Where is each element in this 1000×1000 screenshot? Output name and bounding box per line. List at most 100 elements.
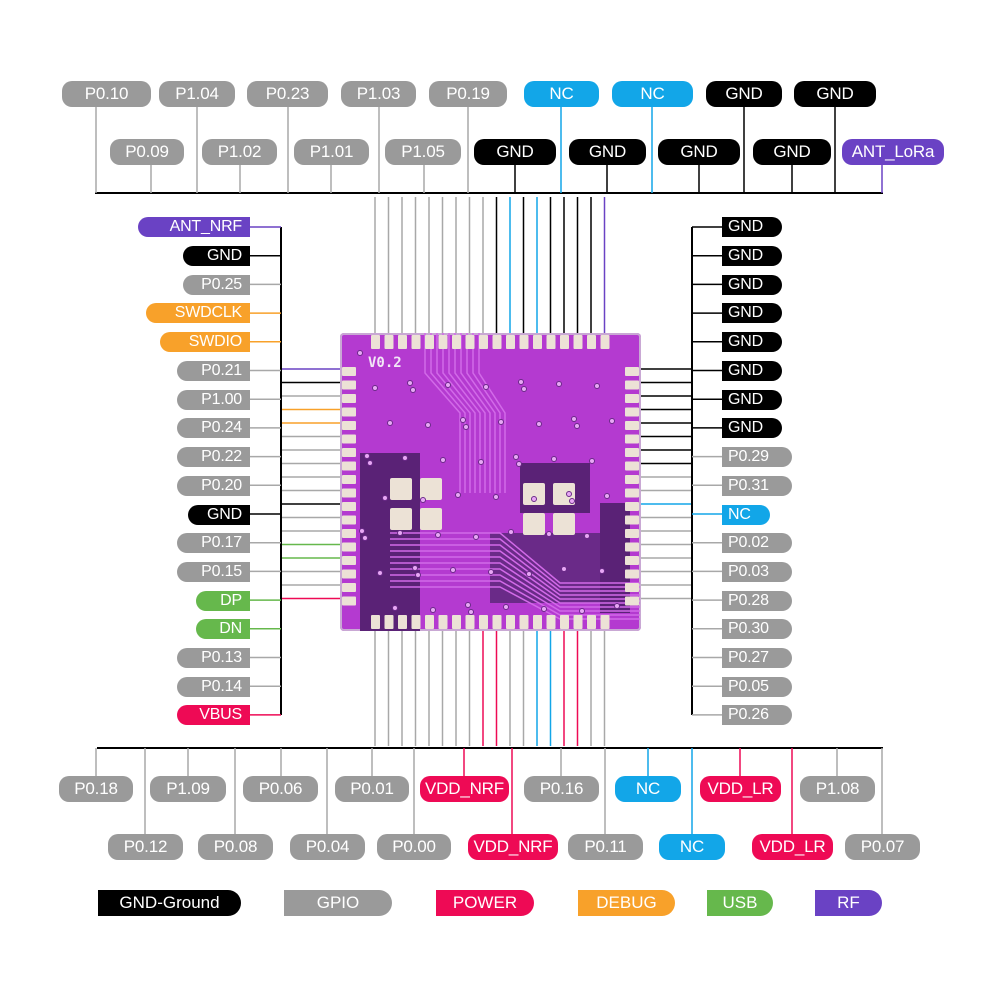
pcb-trace <box>390 586 640 620</box>
chip-pad-left <box>342 394 356 403</box>
chip-pad-left <box>342 515 356 525</box>
pcb-via <box>392 605 398 611</box>
pcb-via <box>367 460 373 466</box>
top-label: P1.04 <box>159 81 235 107</box>
left-label: P0.13 <box>177 648 250 668</box>
chip-pad-right <box>625 488 639 498</box>
pcb-via <box>483 384 489 390</box>
chip-pad-left <box>342 421 356 430</box>
pcb-via <box>571 416 577 422</box>
chip-pad-top <box>492 335 502 349</box>
chip-pad-right <box>625 407 639 417</box>
legend-power: POWER <box>436 890 534 916</box>
pcb-trace <box>390 556 640 600</box>
top-label: GND <box>753 139 831 165</box>
right-label: P0.03 <box>722 562 792 582</box>
legend-usb: USB <box>707 890 773 916</box>
pcb-via <box>493 494 499 500</box>
pcb-via <box>478 459 484 465</box>
top-label: NC <box>612 81 693 107</box>
pcb-trace <box>390 574 640 612</box>
pcb-via <box>387 420 393 426</box>
left-label: SWDCLK <box>146 303 250 323</box>
left-label: DN <box>196 619 250 639</box>
thermal-pad <box>553 513 575 535</box>
left-label: SWDIO <box>160 332 250 352</box>
bottom-label: P0.08 <box>198 834 273 860</box>
pcb-via <box>445 382 451 388</box>
left-label: P0.14 <box>177 677 250 697</box>
bottom-label: P0.06 <box>243 776 318 802</box>
chip-pad-bottom <box>371 615 380 629</box>
pcb-via <box>397 530 403 536</box>
chip-pad-right <box>625 556 639 565</box>
left-label: P0.17 <box>177 533 250 553</box>
pcb-trace <box>436 333 471 493</box>
pcb-via <box>420 497 426 503</box>
chip-pad-bottom <box>573 615 583 629</box>
chip-pad-bottom <box>492 615 502 629</box>
chip-pad-left <box>342 367 356 376</box>
right-label: P0.31 <box>722 476 792 496</box>
pcb-via <box>488 569 494 575</box>
pcb-via <box>425 422 431 428</box>
pcb-via <box>516 461 522 467</box>
chip-pad-top <box>506 335 515 349</box>
chip-pad-bottom <box>438 615 448 629</box>
thermal-pad <box>390 508 412 530</box>
top-label: NC <box>524 81 599 107</box>
chip-pad-right <box>625 421 639 430</box>
pcb-via <box>430 607 436 613</box>
chip-pad-left <box>342 542 356 552</box>
chip-pad-left <box>342 488 356 498</box>
pcb-trace <box>478 333 506 493</box>
pcb-via <box>498 419 504 425</box>
chip-pad-bottom <box>465 615 475 629</box>
pcb-via <box>579 608 585 614</box>
pcb-via <box>546 531 552 537</box>
top-label: GND <box>794 81 876 107</box>
bottom-label: P1.08 <box>800 776 875 802</box>
chip-pad-top <box>398 335 407 349</box>
right-label: GND <box>722 246 782 266</box>
left-label: P0.21 <box>177 361 250 381</box>
legend-rf: RF <box>815 890 882 916</box>
right-label: P0.05 <box>722 677 792 697</box>
chip-pad-bottom <box>546 615 556 629</box>
chip-pad-bottom <box>398 615 407 629</box>
pcb-trace <box>466 333 496 493</box>
bottom-label: P1.09 <box>150 776 226 802</box>
chip-pad-left <box>342 569 356 579</box>
pcb-trace <box>390 580 640 616</box>
pcb-trace <box>390 544 640 592</box>
top-label: P1.02 <box>202 139 277 165</box>
pcb-via <box>473 534 479 540</box>
chip-pad-bottom <box>587 615 596 629</box>
bottom-label: P0.04 <box>290 834 365 860</box>
bottom-label: P0.01 <box>335 776 409 802</box>
top-label: P0.09 <box>110 139 184 165</box>
bottom-label: NC <box>659 834 725 860</box>
chip-pad-bottom <box>384 615 394 629</box>
top-label: GND <box>706 81 782 107</box>
chip-pad-top <box>479 335 488 349</box>
pcb-via <box>531 496 537 502</box>
right-label: NC <box>722 505 770 525</box>
right-label: P0.27 <box>722 648 792 668</box>
pcb-trace <box>430 333 466 493</box>
chip-pad-top <box>600 335 610 349</box>
left-label: P0.22 <box>177 447 250 467</box>
top-label: GND <box>474 139 556 165</box>
top-label: GND <box>569 139 646 165</box>
chip-pad-right <box>625 569 639 579</box>
pcb-via <box>503 604 509 610</box>
left-label: ANT_NRF <box>138 217 250 237</box>
right-label: GND <box>722 303 782 323</box>
chip-pad-top <box>371 335 380 349</box>
right-label: P0.30 <box>722 619 792 639</box>
top-label: GND <box>658 139 740 165</box>
chip-pad-top <box>573 335 583 349</box>
pcb-via <box>410 387 416 393</box>
pcb-via <box>561 566 567 572</box>
pcb-via <box>566 491 572 497</box>
